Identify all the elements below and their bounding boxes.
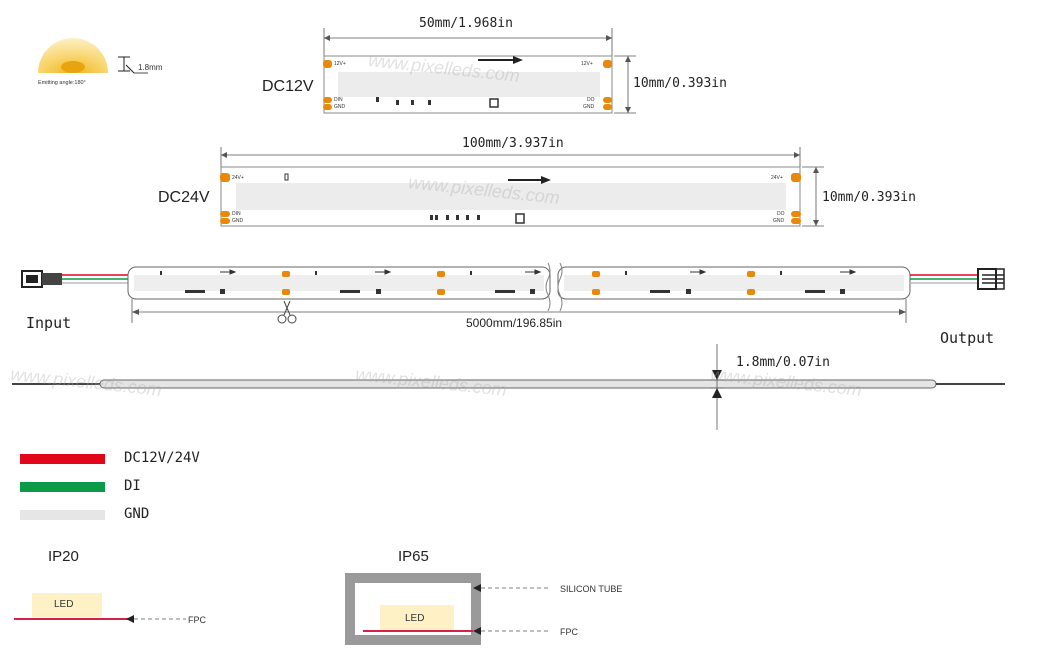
dc12v-pad-left-gnd: GND (334, 104, 346, 110)
dc24v-strip-drawing (220, 147, 824, 227)
dc12v-strip-drawing (323, 28, 636, 114)
ip65-tube-label: SILICON TUBE (560, 584, 623, 594)
dc24v-pad-left-top: 24V+ (232, 175, 244, 181)
dc12v-pad-right-do: DO (587, 97, 595, 103)
ip65-fpc-label: FPC (560, 627, 578, 637)
dc12v-led-band (338, 72, 600, 97)
ip65-title: IP65 (398, 548, 429, 565)
height-label: 1.8mm (138, 63, 163, 72)
thickness-label: 1.8mm/0.07in (736, 355, 830, 370)
led-chip (61, 61, 85, 73)
dc12v-pad-left-din: DIN (334, 97, 343, 103)
dc12v-label: DC12V (262, 78, 314, 95)
legend-label-gnd: GND (124, 506, 150, 522)
dc24v-pad-right-top: 24V+ (771, 175, 783, 181)
dc12v-width-label: 10mm/0.393in (633, 76, 727, 91)
legend-label-power: DC12V/24V (124, 450, 200, 466)
dc24v-label: DC24V (158, 189, 210, 206)
dc12v-pad-left-top: 12V+ (334, 61, 346, 67)
ip20-led-label: LED (54, 599, 74, 610)
legend-label-di: DI (124, 478, 141, 494)
dc24v-length-label: 100mm/3.937in (462, 136, 564, 151)
legend-swatch-di (20, 482, 105, 492)
input-label: Input (26, 314, 72, 332)
ip65-callout-drawing (363, 584, 551, 635)
emitting-angle-diagram (38, 38, 148, 74)
dc24v-pad-right-do: DO (777, 211, 785, 217)
ip65-led-label: LED (405, 613, 425, 624)
dc24v-width-label: 10mm/0.393in (822, 190, 916, 205)
scissors-icon (277, 300, 297, 324)
dc12v-pad-right-top: 12V+ (581, 61, 593, 67)
emitting-angle-label: Emitting angle:180° (38, 80, 86, 86)
output-label: Output (940, 329, 995, 347)
light-cone (38, 38, 108, 73)
thickness-profile-drawing (12, 344, 1005, 430)
ip65-led: LED (380, 605, 454, 631)
ip20-fpc-label: FPC (188, 615, 206, 625)
reel-strip-drawing (21, 262, 1005, 324)
dc12v-length-label: 50mm/1.968in (419, 16, 513, 31)
dc24v-led-band (236, 183, 786, 210)
dc24v-pad-left-gnd: GND (232, 218, 244, 224)
dc12v-pad-right-gnd: GND (583, 104, 595, 110)
emitting-angle-block: 1.8mm Emitting angle:180° (30, 25, 200, 95)
ip20-fpc-drawing (14, 615, 186, 623)
ip20-led: LED (32, 593, 102, 617)
legend-swatch-power (20, 454, 105, 464)
legend-swatch-gnd (20, 510, 105, 520)
input-connector (21, 270, 128, 288)
output-connector (910, 268, 1005, 290)
ip20-title: IP20 (48, 548, 79, 565)
dc24v-pad-right-gnd: GND (773, 218, 785, 224)
dc24v-pad-left-din: DIN (232, 211, 241, 217)
reel-length-label: 5000mm/196.85in (466, 316, 563, 330)
